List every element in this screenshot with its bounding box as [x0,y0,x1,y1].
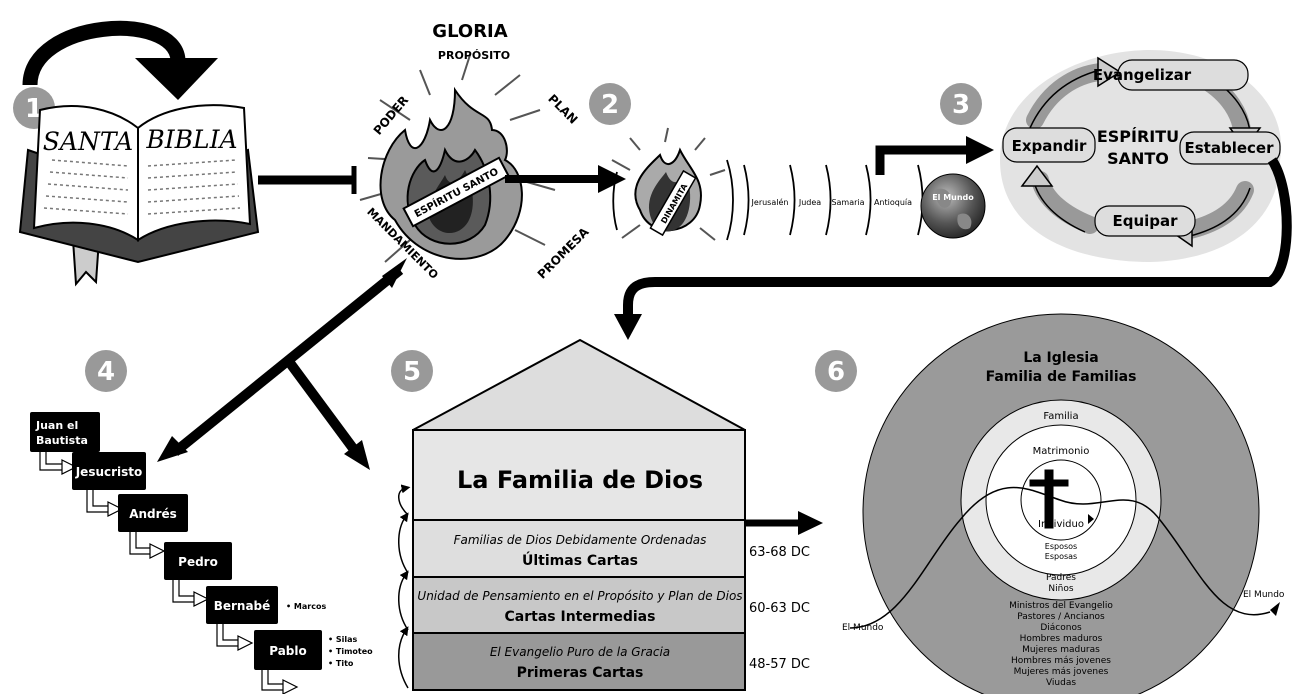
bible-illustration: SANTA BIBLIA [18,104,260,287]
return-arrow-icon [22,20,218,100]
svg-text:1: 1 [25,94,43,124]
globe-icon [920,173,986,239]
ministry-2: Diáconos [1040,623,1082,633]
bible-title-left: SANTA [43,127,133,156]
lineage-pedro: Pedro [178,555,218,569]
lineage-pablo: Pablo [269,644,307,658]
ring-familia: Familia [1043,411,1078,422]
svg-text:3: 3 [952,90,970,120]
house-row2-title: Cartas Intermedias [505,609,656,625]
house-row2-subtitle: Unidad de Pensamiento en el Propósito y … [417,589,742,603]
church-circles [862,313,1260,698]
esposos-label: Esposos [1045,542,1077,551]
step-number-3: 3 [940,83,982,125]
house-row3-subtitle: El Evangelio Puro de la Gracia [490,645,670,659]
svg-text:4: 4 [97,357,115,387]
ministry-7: Viudas [1046,678,1076,688]
fire-dynamite-arrow-icon [505,165,626,193]
padres-label: Padres [1046,573,1076,583]
step-number-6: 6 [815,350,857,392]
lineage-juan-line2: Bautista [36,434,88,447]
bible-title-right: BIBLIA [145,125,237,154]
lineage-juan-line1: Juan el [35,419,78,432]
fire-promesa-label: PROMESA [535,224,592,281]
pablo-note-3: • Tito [328,659,354,668]
step-number-5: 5 [391,350,433,392]
lineage-bernabe: Bernabé [214,599,271,613]
cycle-house-arrow-icon [614,157,1292,340]
world-right-label: El Mundo [1243,590,1285,600]
cycle-expandir: Expandir [1012,137,1087,155]
place-samaria: Samaria [831,198,864,207]
place-judea: Judea [798,198,821,207]
fire-top-label: GLORIA [432,21,507,42]
step-number-4: 4 [85,350,127,392]
church-title-2: Familia de Familias [986,369,1137,385]
place-jerusalen: Jerusalén [751,197,789,207]
cycle-center-line1: ESPÍRITU [1097,127,1179,146]
family-house [412,338,746,691]
house-row3-date: 48-57 DC [749,657,810,672]
house-row1-date: 63-68 DC [749,545,810,560]
house-side-arrows [398,484,411,689]
step-number-2: 2 [589,83,631,125]
house-church-arrow-icon [745,511,823,535]
bernabe-note: • Marcos [286,602,326,611]
pablo-note-2: • Timoteo [328,647,373,656]
fire-proposito-label: PROPÓSITO [438,49,510,62]
fire-plan-label: PLAN [545,92,580,127]
ring-matrimonio: Matrimonio [1033,446,1090,457]
holy-spirit-fire: ESPÍRITU SANTO [359,54,556,263]
mission-cycle-arrow-icon [875,136,994,175]
esposas-label: Esposas [1045,552,1077,561]
cycle-equipar: Equipar [1112,212,1178,230]
house-row3-title: Primeras Cartas [517,665,644,681]
ministry-5: Hombres más jovenes [1011,656,1111,666]
ministry-3: Hombres maduros [1020,634,1103,644]
place-antioquia: Antioquía [874,198,912,207]
place-el-mundo: El Mundo [932,193,974,202]
individuo-label: Individuo [1038,519,1084,530]
lineage-boxes [30,412,322,670]
world-left-label: El Mundo [842,623,884,633]
spirit-cycle [1000,50,1282,262]
world-curve [849,486,1271,629]
house-row1-subtitle: Familias de Dios Debidamente Ordenadas [454,533,707,547]
svg-text:6: 6 [827,357,845,387]
cycle-evangelizar: Evangelizar [1093,66,1192,84]
ministry-1: Pastores / Ancianos [1017,612,1105,622]
dynamite-explosion: DINAMITA [611,127,924,241]
house-title: La Familia de Dios [457,466,703,494]
church-title-1: La Iglesia [1023,350,1098,366]
lineage-jesucristo: Jesucristo [75,465,143,479]
ninos-label: Niños [1048,584,1073,594]
svg-text:2: 2 [601,90,619,120]
ministry-0: Ministros del Evangelio [1009,601,1113,611]
fire-down-arrows [157,258,407,470]
cycle-center-line2: SANTO [1107,149,1169,168]
svg-text:5: 5 [403,357,421,387]
ministry-4: Mujeres maduras [1022,645,1100,655]
house-row1-title: Últimas Cartas [522,551,638,569]
lineage-arrowheads [61,459,299,695]
lineage-andres: Andrés [129,507,177,521]
ministry-6: Mujeres más jovenes [1014,667,1109,677]
lineage-connectors [39,450,283,691]
house-row2-date: 60-63 DC [749,601,810,616]
pablo-note-1: • Silas [328,635,358,644]
cycle-establecer: Establecer [1185,139,1275,157]
